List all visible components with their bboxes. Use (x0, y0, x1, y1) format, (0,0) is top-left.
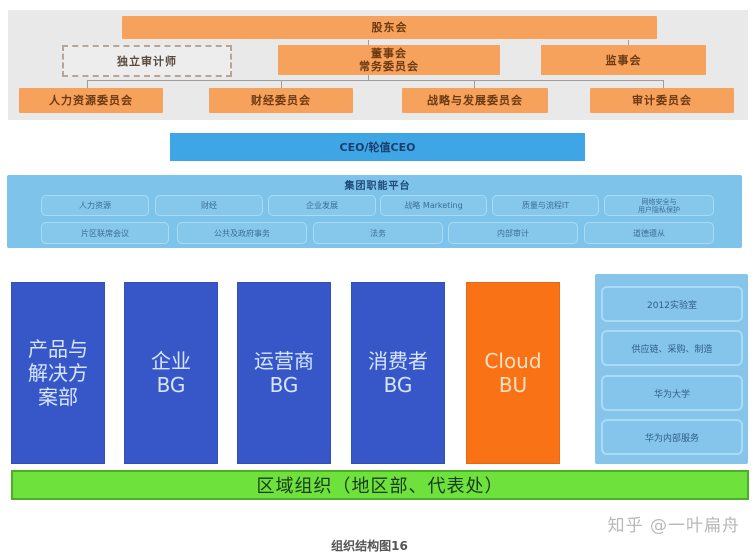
shareholders-box: 股东会 (122, 16, 657, 39)
ceo-label: CEO/轮值CEO (339, 141, 416, 154)
supervisory-board-box: 监事会 (541, 45, 706, 75)
connector-line (663, 80, 664, 88)
bg-carrier: 运营商 BG (237, 282, 331, 464)
support-item-label: 2012实验室 (647, 300, 697, 311)
platform-item: 战略 Marketing (380, 195, 487, 216)
platform-item: 内部审计 (448, 222, 578, 244)
platform-title: 集团职能平台 (344, 181, 411, 192)
platform-item: 质量与流程IT (492, 195, 599, 216)
platform-item-label: 公共及政府事务 (214, 228, 270, 238)
independent-auditor-label: 独立审计师 (117, 55, 177, 68)
bg-enterprise: 企业 BG (124, 282, 218, 464)
platform-item: 公共及政府事务 (177, 222, 307, 244)
region-bar: 区域组织（地区部、代表处） (11, 470, 749, 500)
bg-consumer: 消费者 BG (351, 282, 445, 464)
platform-item-label: 片区联席会议 (81, 228, 129, 238)
platform-item: 网络安全与 用户隐私保护 (604, 195, 714, 216)
committee-label: 人力资源委员会 (49, 94, 133, 107)
platform-item-label: 战略 Marketing (404, 201, 463, 210)
platform-item: 企业发展 (268, 195, 376, 216)
platform-item-label: 质量与流程IT (521, 201, 570, 210)
bg-label: Cloud BU (484, 349, 542, 397)
connector-line (368, 75, 369, 81)
committee-label: 财经委员会 (251, 94, 311, 107)
caption-text: 组织结构图16 (331, 539, 408, 553)
ceo-box: CEO/轮值CEO (170, 133, 585, 161)
platform-item-label: 财经 (201, 201, 217, 210)
region-label: 区域组织（地区部、代表处） (256, 476, 504, 497)
committee-label: 战略与发展委员会 (427, 94, 523, 107)
platform-item-label: 内部审计 (497, 228, 529, 238)
platform-item: 财经 (155, 195, 263, 216)
committee-finance: 财经委员会 (209, 88, 353, 113)
platform-item-label: 人力资源 (79, 201, 111, 210)
platform-item-label: 法务 (370, 228, 386, 238)
platform-item-label: 道德遵从 (633, 228, 665, 238)
connector-line (87, 80, 664, 81)
support-item-label: 华为内部服务 (644, 433, 699, 444)
committee-audit: 审计委员会 (590, 88, 734, 113)
supervisory-board-label: 监事会 (605, 53, 642, 67)
board-label-line2: 常务委员会 (359, 60, 419, 73)
connector-line (368, 40, 369, 45)
platform-item-label: 网络安全与 用户隐私保护 (638, 197, 680, 214)
platform-item-label: 企业发展 (306, 201, 338, 210)
shareholders-label: 股东会 (371, 21, 408, 34)
connector-line (87, 80, 88, 88)
platform-item: 道德遵从 (584, 222, 714, 244)
support-item-label: 供应链、采购、制造 (631, 344, 713, 355)
figure-caption: 组织结构图16 (0, 537, 755, 554)
connector-line (281, 80, 282, 88)
platform-item: 法务 (313, 222, 443, 244)
support-item-supply-chain: 供应链、采购、制造 (601, 330, 743, 366)
board-label-line1: 董事会 (371, 47, 407, 60)
bg-label: 企业 BG (151, 349, 191, 397)
support-item-2012-lab: 2012实验室 (601, 286, 743, 322)
board-box: 董事会 常务委员会 (278, 45, 500, 75)
bg-label: 消费者 BG (368, 349, 428, 397)
watermark: 知乎 @一叶扁舟 (607, 516, 740, 536)
bg-label: 运营商 BG (254, 349, 314, 397)
bg-label: 产品与 解决方 案部 (28, 337, 88, 409)
support-item-label: 华为大学 (653, 389, 690, 400)
connector-line (474, 80, 475, 88)
independent-auditor-box: 独立审计师 (62, 45, 232, 77)
committee-strategy: 战略与发展委员会 (402, 88, 548, 113)
support-item-internal-services: 华为内部服务 (601, 419, 743, 455)
committee-hr: 人力资源委员会 (19, 88, 163, 113)
platform-item: 人力资源 (41, 195, 149, 216)
bu-cloud: Cloud BU (466, 282, 560, 464)
bg-products-solutions: 产品与 解决方 案部 (11, 282, 105, 464)
connector-line (628, 40, 629, 45)
committee-label: 审计委员会 (632, 94, 692, 107)
platform-item: 片区联席会议 (41, 222, 169, 244)
support-item-huawei-university: 华为大学 (601, 375, 743, 411)
